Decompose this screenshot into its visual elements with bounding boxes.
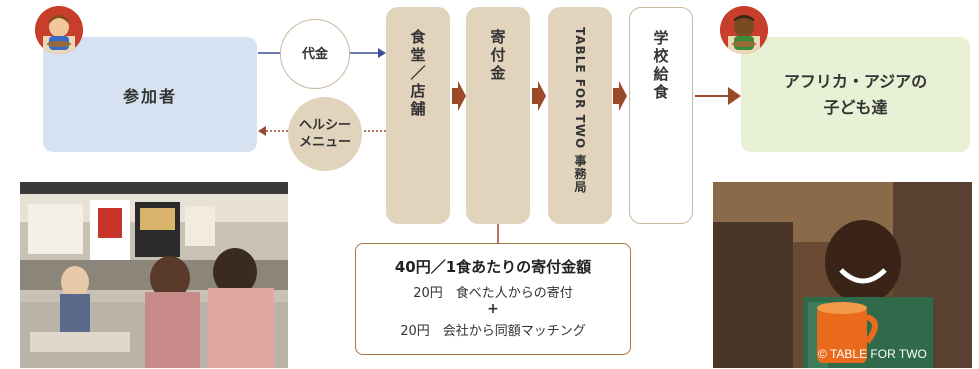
canteen-pill: 食堂／店舗 [386,7,450,224]
summary-line-eater: 20円 食べた人からの寄付 [413,286,573,301]
fee-label: 代金 [301,46,328,62]
donation-label: 寄付金 [488,29,507,83]
healthy-menu-circle: ヘルシー メニュー [288,97,362,171]
menu-label-line2: メニュー [298,135,351,150]
arrow-tft-lunch [613,81,627,111]
children-label-line2: 子ども達 [823,97,888,117]
summary-line-company: 20円 会社から同額マッチング [400,324,586,339]
school-lunch-label: 学校給食 [651,30,670,102]
children-label-line1: アフリカ・アジアの [783,71,928,91]
tft-office-label: TABLE FOR TWO 事務局 [573,27,587,194]
donation-summary-box: 40円／1食あたりの寄付金額 20円 食べた人からの寄付 + 20円 会社から同… [355,243,631,355]
arrow-head-children [728,87,741,105]
arrow-donation-tft [532,81,546,111]
tft-office-pill: TABLE FOR TWO 事務局 [548,7,612,224]
participant-box: 参加者 [43,37,257,152]
photo-copyright: © TABLE FOR TWO [818,347,927,361]
donation-pill: 寄付金 [466,7,530,224]
canteen-label: 食堂／店舗 [408,29,427,119]
arrow-head-participant [258,126,266,136]
child-avatar-icon [720,6,768,54]
participant-avatar-icon [35,6,83,54]
summary-title: 40円／1食あたりの寄付金額 [394,258,592,276]
fee-circle: 代金 [280,19,350,89]
arrow-canteen-donation [452,81,466,111]
school-lunch-pill: 学校給食 [629,7,693,224]
menu-label-line1: ヘルシー [298,118,351,133]
cafeteria-photo [20,182,288,368]
summary-plus: + [487,301,499,317]
arrow-head-canteen [378,48,386,58]
children-box: アフリカ・アジアの 子ども達 [741,37,970,152]
participant-label: 参加者 [122,86,177,106]
child-photo [713,182,972,368]
